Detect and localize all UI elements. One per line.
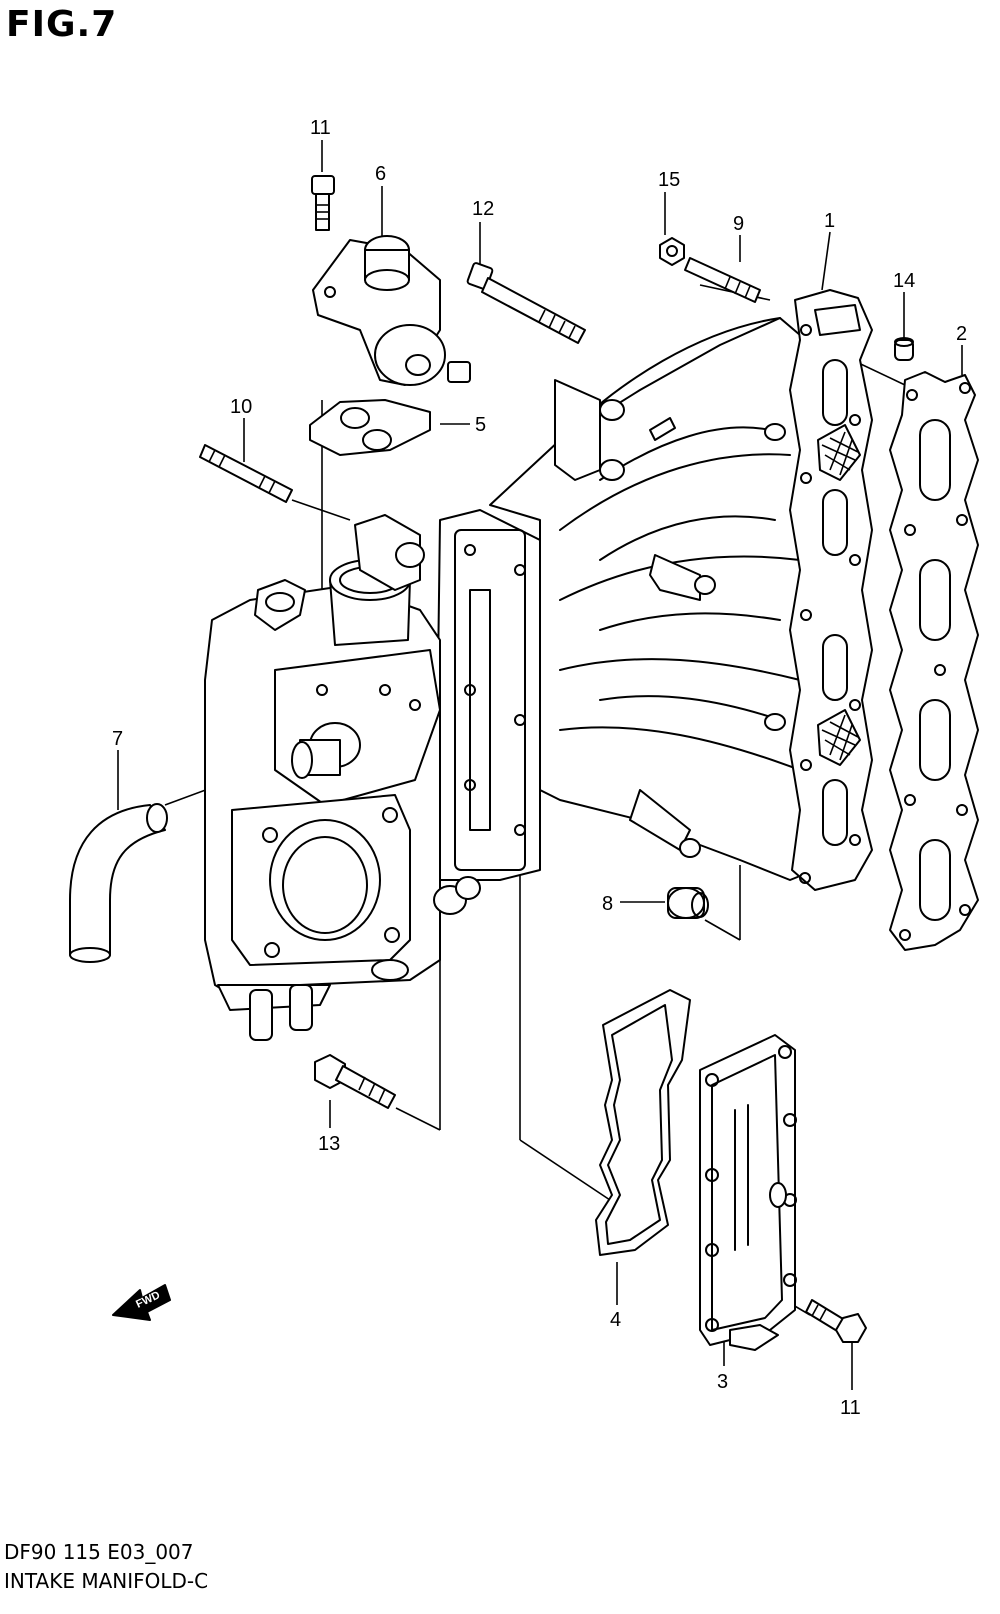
stud-9 [684, 257, 761, 303]
callout-13: 13 [318, 1133, 340, 1155]
callout-14: 14 [893, 270, 915, 292]
hose-7 [69, 803, 168, 963]
callout-3: 3 [717, 1371, 728, 1393]
callout-numbers: 1 2 3 4 5 6 7 8 9 10 11 11 12 13 14 15 [112, 117, 967, 1419]
callout-6: 6 [375, 163, 386, 185]
bolt-11-top [311, 175, 335, 231]
cover-gasket-4 [595, 989, 691, 1256]
callout-12: 12 [472, 198, 494, 220]
callout-15: 15 [658, 169, 680, 191]
stud-10 [199, 444, 293, 503]
callout-9: 9 [733, 213, 744, 235]
callout-11-bottom: 11 [840, 1397, 861, 1419]
callout-11-top: 11 [310, 117, 331, 139]
callout-10: 10 [230, 396, 252, 418]
nut-15 [659, 237, 685, 266]
dowel-pin-14 [894, 337, 914, 361]
callout-7: 7 [112, 728, 123, 750]
figure-title: FIG.7 [6, 4, 118, 45]
intake-manifold-body [489, 317, 821, 881]
callout-4: 4 [610, 1309, 621, 1331]
throttle-body [204, 509, 541, 1041]
bolt-13 [314, 1054, 396, 1109]
forward-arrow-icon: FWD [112, 1284, 171, 1321]
bolt-11-bottom [805, 1299, 867, 1343]
figure-name: INTAKE MANIFOLD-C [4, 1569, 209, 1593]
idle-air-control-valve [312, 235, 471, 386]
figure-code: DF90 115 E03_007 [4, 1540, 194, 1564]
callout-2: 2 [956, 323, 967, 345]
manifold-flange-1 [789, 289, 873, 891]
callout-1: 1 [824, 210, 835, 232]
bolt-12 [466, 262, 586, 344]
gasket-5 [309, 399, 431, 456]
grommet-8 [667, 887, 709, 919]
cover-3 [699, 1034, 797, 1351]
manifold-gasket-2 [889, 371, 979, 951]
callout-8: 8 [602, 893, 613, 915]
callout-5: 5 [475, 414, 486, 436]
